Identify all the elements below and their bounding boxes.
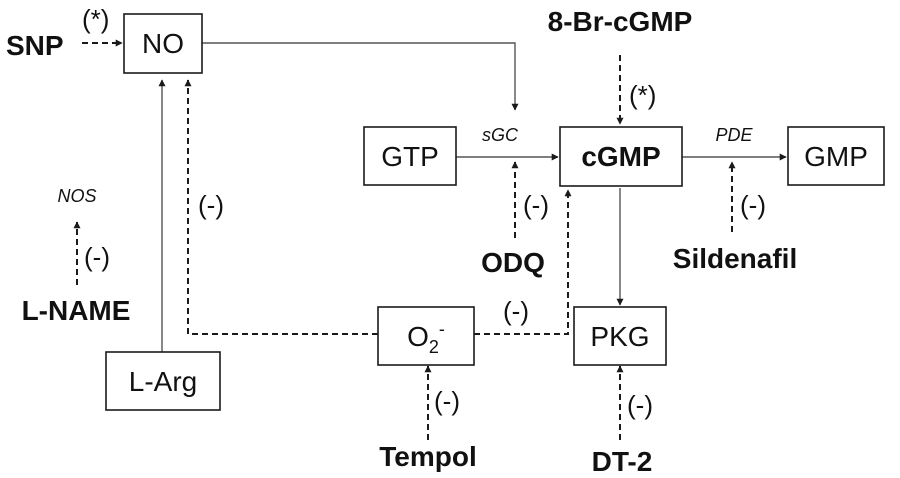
node-gmp-label: GMP [804, 141, 868, 172]
node-larg: L-Arg [105, 351, 221, 411]
node-pkg-label: PKG [590, 321, 649, 352]
edge-o2-to-cgmp [474, 189, 572, 335]
effect-lname: (-) [84, 242, 110, 272]
agent-l-name: L-NAME [22, 295, 131, 326]
agent-odq: ODQ [481, 247, 545, 278]
node-gtp: GTP [363, 126, 457, 186]
agent-tempol: Tempol [379, 441, 476, 472]
agent-sildenafil: Sildenafil [673, 243, 797, 274]
edge-no-to-sgc [202, 42, 519, 111]
node-pkg: PKG [573, 306, 667, 366]
node-no-label: NO [142, 28, 184, 59]
effect-o2-cgmp: (-) [503, 296, 529, 326]
enzyme-nos: NOS [57, 186, 96, 206]
effect-dt2: (-) [627, 390, 653, 420]
agent-snp: SNP [6, 30, 64, 61]
enzyme-pde: PDE [715, 125, 753, 145]
node-superoxide: O2- [377, 306, 475, 366]
node-cgmp: cGMP [559, 126, 683, 187]
effect-o2-no: (-) [198, 190, 224, 220]
node-superoxide-label: O2- [407, 319, 445, 357]
node-cgmp-label: cGMP [581, 141, 660, 172]
node-larg-label: L-Arg [129, 366, 197, 397]
effect-8brcgmp: (*) [629, 80, 656, 110]
effect-odq: (-) [523, 190, 549, 220]
node-gtp-label: GTP [381, 141, 439, 172]
agent-8-br-cgmp: 8-Br-cGMP [548, 6, 693, 37]
node-no: NO [123, 13, 203, 74]
edge-o2-to-no [184, 79, 378, 335]
node-gmp: GMP [787, 126, 885, 186]
effect-sildenafil: (-) [740, 190, 766, 220]
agent-dt-2: DT-2 [592, 446, 653, 477]
effect-tempol: (-) [434, 386, 460, 416]
enzyme-sgc: sGC [482, 125, 519, 145]
effect-snp-no: (*) [82, 4, 109, 34]
